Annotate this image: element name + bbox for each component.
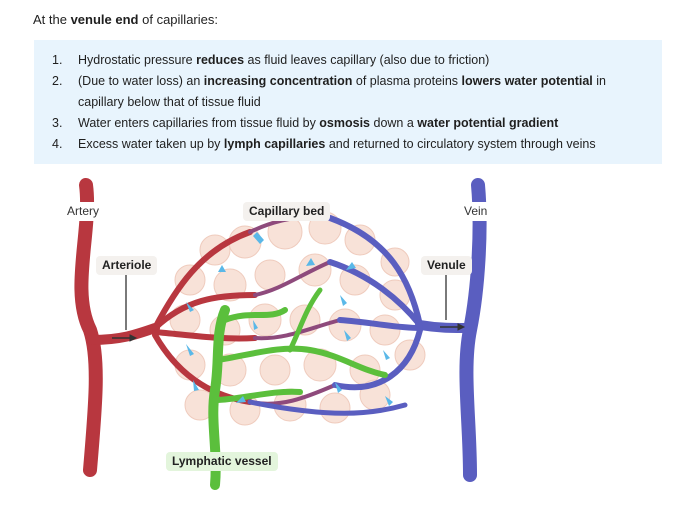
step-number: 1. [52, 53, 63, 67]
fluid-arrows [186, 232, 393, 406]
steps-panel: 1. Hydrostatic pressure reduces as fluid … [34, 40, 662, 164]
step-text: and returned to circulatory system throu… [325, 137, 596, 151]
step-emphasis: water potential gradient [417, 116, 559, 130]
flow-arrows [112, 323, 466, 342]
label-venule: Venule [421, 256, 472, 275]
step-text: Water enters capillaries from tissue flu… [78, 116, 320, 130]
step-emphasis: lymph capillaries [223, 137, 326, 151]
step-emphasis: osmosis [319, 116, 371, 130]
label-capillary-bed: Capillary bed [243, 202, 331, 221]
step-text: Excess water taken up by [78, 137, 224, 151]
step-text: down a [370, 116, 418, 130]
capillary-diagram: Artery Arteriole Capillary bed Vein Venu… [0, 170, 699, 509]
step-text: of plasma proteins [352, 74, 462, 88]
steps-list: 1. Hydrostatic pressure reduces as fluid … [52, 50, 650, 155]
step-emphasis: lowers water potential [461, 74, 593, 88]
step-text: Hydrostatic pressure [78, 53, 197, 67]
intro-text: At the venule end of capillaries: [33, 12, 218, 27]
step-item: 1. Hydrostatic pressure reduces as fluid … [52, 50, 650, 71]
step-text: as fluid leaves capillary (also due to f… [244, 53, 490, 67]
step-text: in capillary below that of tissue fluid [78, 74, 606, 109]
leader-lines [125, 272, 447, 330]
label-lymphatic-vessel: Lymphatic vessel [166, 452, 278, 471]
step-number: 3. [52, 116, 63, 130]
step-emphasis: increasing concentration [203, 74, 353, 88]
label-vein: Vein [458, 202, 494, 221]
step-item: 4. Excess water taken up by lymph capilla… [52, 134, 650, 155]
step-item: 2. (Due to water loss) an increasing conc… [52, 71, 650, 113]
step-emphasis: reduces [196, 53, 245, 67]
capillary-illustration [74, 178, 487, 490]
step-item: 3. Water enters capillaries from tissue f… [52, 113, 650, 134]
label-artery: Artery [61, 202, 106, 221]
step-number: 4. [52, 137, 63, 151]
step-text: (Due to water loss) an [78, 74, 204, 88]
step-number: 2. [52, 74, 63, 88]
label-arteriole: Arteriole [96, 256, 158, 275]
